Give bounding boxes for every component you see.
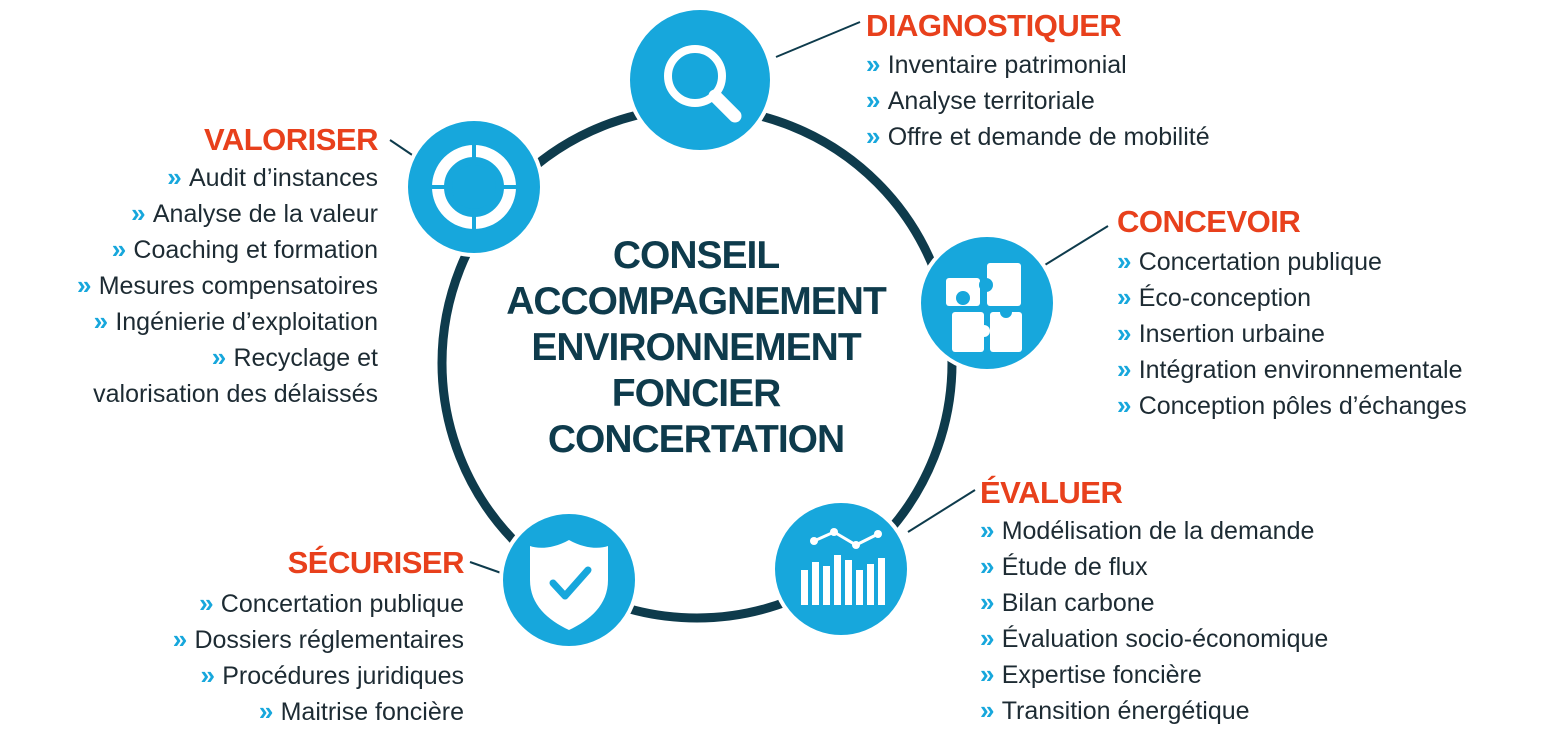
list-item: valorisation des délaissés [93,380,378,408]
diagnostiquer-node [626,6,774,154]
center-line: CONSEIL [612,234,780,277]
list-item: Expertise foncière [980,657,1328,693]
valoriser-node [404,117,544,257]
shield-check-icon [530,540,608,630]
evaluer-title: ÉVALUER [980,475,1123,510]
puzzle-icon [946,263,1022,352]
list-item: Audit d’instances [77,160,378,196]
list-item: Conception pôles d’échanges [1117,388,1467,424]
chart-icon [801,528,885,605]
center-line: CONCERTATION [547,418,845,461]
center-title: CONSEIL ACCOMPAGNEMENT ENVIRONNEMENT FON… [486,233,906,463]
list-item: Maitrise foncière [173,694,464,730]
list-item: Insertion urbaine [1117,316,1467,352]
connector-diagnostiquer [775,21,861,58]
concevoir-title: CONCEVOIR [1117,204,1301,239]
list-item: Concertation publique [173,586,464,622]
valoriser-list: Audit d’instances Analyse de la valeur C… [77,160,378,412]
evaluer-list: Modélisation de la demande Étude de flux… [980,513,1329,729]
center-line: ACCOMPAGNEMENT [506,280,887,323]
list-item: Transition énergétique [980,693,1328,729]
list-item: Coaching et formation [77,232,378,268]
list-item: Étude de flux [980,549,1328,585]
magnifier-icon [664,45,742,123]
list-item: Bilan carbone [980,585,1328,621]
securiser-node [499,510,639,650]
cycle-icon [428,141,520,233]
securiser-title: SÉCURISER [287,545,465,580]
concevoir-list: Concertation publique Éco-conception Ins… [1117,244,1467,424]
list-item: Évaluation socio-économique [980,621,1329,657]
list-item: Éco-conception [1117,280,1467,316]
list-item: Ingénierie d’exploitation [77,304,378,340]
center-line: ENVIRONNEMENT [531,326,861,369]
list-item: Modélisation de la demande [980,513,1328,549]
valoriser-title: VALORISER [203,122,379,157]
list-item: Mesures compensatoires [77,268,378,304]
list-item: Inventaire patrimonial [866,47,1210,83]
connector-evaluer [907,489,976,533]
list-item: Offre et demande de mobilité [866,119,1210,155]
diagnostiquer-list: Inventaire patrimonial Analyse territori… [866,47,1210,155]
list-item: Procédures juridiques [173,658,464,694]
concevoir-node [917,233,1057,373]
list-item: Concertation publique [1117,244,1467,280]
evaluer-node [771,499,911,639]
securiser-list: Concertation publique Dossiers réglement… [173,586,464,730]
center-line: FONCIER [611,372,782,415]
connector-securiser [469,561,505,575]
list-item: Intégration environnementale [1117,352,1467,388]
diagnostiquer-title: DIAGNOSTIQUER [866,8,1122,43]
list-item: Analyse territoriale [866,83,1210,119]
connector-concevoir [1039,225,1109,269]
list-item: Dossiers réglementaires [173,622,464,658]
list-item: Analyse de la valeur [77,196,378,232]
list-item: Recyclage et [77,340,378,376]
